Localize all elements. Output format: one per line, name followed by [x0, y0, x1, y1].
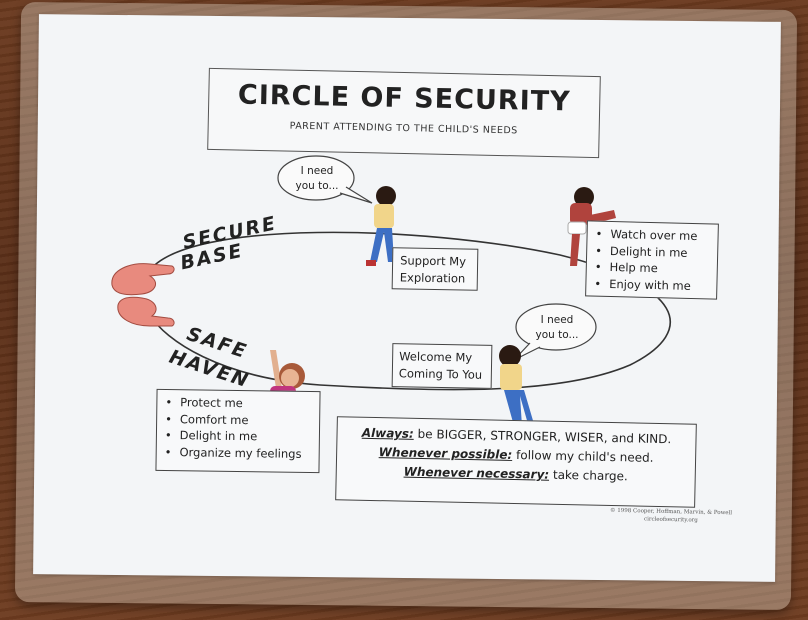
bubble-right-line1: I need — [540, 314, 574, 326]
always-row: Always: be BIGGER, STRONGER, WISER, and … — [337, 425, 695, 446]
copyright-line1: © 1998 Cooper, Hoffman, Marvin, & Powell — [610, 507, 733, 517]
possible-row: Whenever possible: follow my child's nee… — [337, 444, 695, 465]
top-needs-box: Watch over me Delight in me Help me Enjo… — [585, 220, 719, 300]
speech-bubble-top — [277, 155, 355, 201]
page-subtitle: PARENT ATTENDING TO THE CHILD'S NEEDS — [289, 120, 518, 137]
list-item: Delight in me — [165, 427, 313, 446]
possible-label: Whenever possible: — [378, 445, 513, 462]
bubble-top-line1: I need — [300, 165, 334, 177]
always-text: be BIGGER, STRONGER, WISER, and KIND. — [413, 426, 672, 447]
support-exploration-box: Support My Exploration — [391, 247, 479, 291]
welcome-box: Welcome My Coming To You — [391, 343, 493, 389]
bubble-top-text: I need you to... — [292, 164, 342, 194]
welcome-line1: Welcome My — [399, 349, 473, 365]
always-label: Always: — [361, 425, 414, 441]
circle-of-security-loop — [149, 231, 672, 391]
hands-icon — [111, 263, 175, 327]
possible-text: follow my child's need. — [512, 447, 654, 465]
list-item: Protect me — [165, 394, 313, 413]
bubble-right-text: I need you to... — [530, 313, 584, 343]
bottom-needs-list: Protect me Comfort me Delight in me Orga… — [157, 390, 320, 466]
welcome-line2: Coming To You — [398, 366, 483, 382]
title-box: CIRCLE OF SECURITY PARENT ATTENDING TO T… — [207, 67, 601, 159]
speech-bubble-right — [515, 303, 597, 351]
copyright-line2: circleofsecurity.org — [643, 516, 698, 524]
bubble-top-line2: you to... — [295, 180, 339, 192]
necessary-row: Whenever necessary: take charge. — [337, 463, 695, 484]
support-line2: Exploration — [399, 270, 466, 286]
page-title: CIRCLE OF SECURITY — [237, 79, 571, 118]
child-kicking-icon — [567, 187, 616, 266]
necessary-label: Whenever necessary: — [403, 464, 550, 482]
top-needs-list: Watch over me Delight in me Help me Enjo… — [586, 221, 718, 298]
list-item: Organize my feelings — [165, 443, 313, 462]
list-item: Enjoy with me — [594, 275, 710, 294]
child-exploring-icon — [366, 186, 396, 266]
child-returning-icon — [499, 345, 534, 426]
copyright-note: © 1998 Cooper, Hoffman, Marvin, & Powell… — [596, 506, 746, 525]
list-item: Comfort me — [165, 410, 313, 429]
necessary-text: take charge. — [549, 467, 628, 484]
bubble-right-line2: you to... — [535, 329, 579, 341]
parenting-rules-box: Always: be BIGGER, STRONGER, WISER, and … — [335, 416, 697, 508]
bottom-needs-box: Protect me Comfort me Delight in me Orga… — [155, 388, 321, 474]
support-line1: Support My — [400, 253, 467, 269]
